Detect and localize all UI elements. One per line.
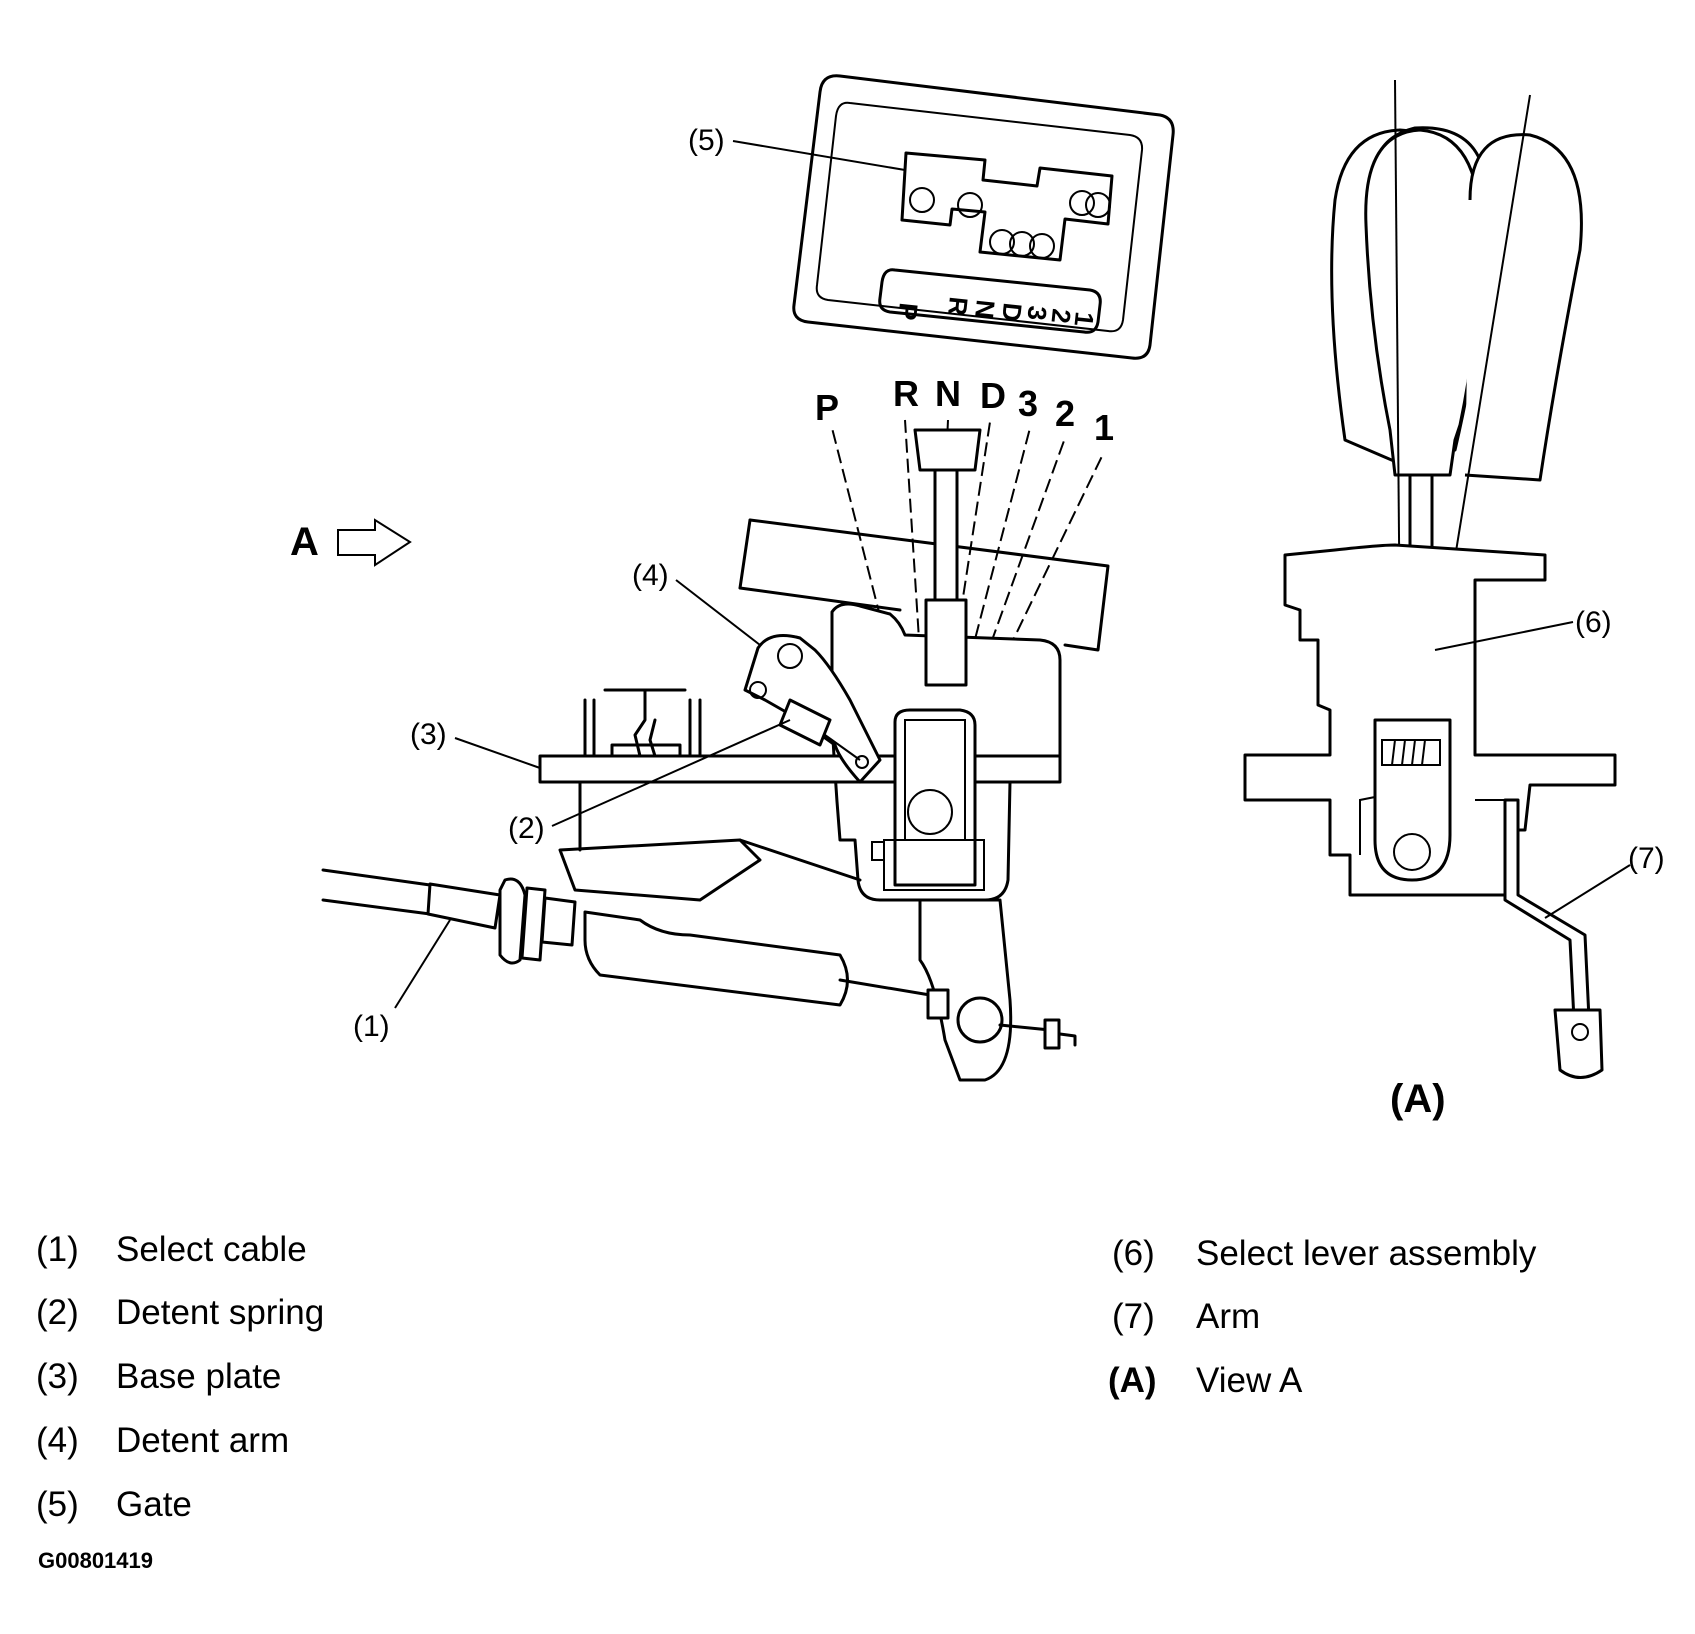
callouts: (5) (4) (3) (2) (1) (6) (7) bbox=[353, 124, 1665, 1043]
legend-text: Detent arm bbox=[116, 1421, 290, 1460]
legend-text: Gate bbox=[116, 1485, 192, 1524]
side-view-a: (A) bbox=[1243, 79, 1617, 1121]
callout-3: (3) bbox=[410, 718, 447, 751]
view-a-arrow: A bbox=[290, 518, 412, 567]
legend-key: (5) bbox=[36, 1485, 79, 1524]
callout-2: (2) bbox=[508, 812, 545, 845]
plate-studs bbox=[583, 688, 702, 758]
legend-key: (1) bbox=[36, 1230, 79, 1269]
position-p: P bbox=[815, 387, 839, 428]
callout-5: (5) bbox=[688, 124, 725, 157]
legend-text: View A bbox=[1196, 1361, 1303, 1400]
position-1: 1 bbox=[1094, 407, 1114, 448]
legend-key: (2) bbox=[36, 1293, 79, 1332]
position-d: D bbox=[980, 375, 1006, 416]
gate-label-d: D bbox=[996, 301, 1028, 323]
legend-text: Base plate bbox=[116, 1357, 282, 1396]
legend-text: Detent spring bbox=[116, 1293, 325, 1332]
legend-text: Arm bbox=[1196, 1297, 1261, 1336]
legend-right: (6) Select lever assembly (7) Arm (A) Vi… bbox=[1108, 1234, 1672, 1416]
legend-left: (1) Select cable (2) Detent spring (3) B… bbox=[36, 1232, 596, 1532]
position-3: 3 bbox=[1018, 383, 1038, 424]
gate-plate bbox=[792, 74, 1175, 360]
legend-text: Select cable bbox=[116, 1230, 307, 1269]
position-letters: P R N D 3 2 1 bbox=[815, 373, 1114, 448]
callout-6: (6) bbox=[1575, 606, 1612, 639]
legend-key: (A) bbox=[1108, 1361, 1157, 1400]
callout-4: (4) bbox=[632, 559, 669, 592]
legend-key: (7) bbox=[1112, 1297, 1155, 1336]
gate-label-3: 3 bbox=[1022, 304, 1053, 322]
gate-label-r: R bbox=[942, 295, 974, 317]
gate-label-1: 1 bbox=[1069, 310, 1100, 328]
position-2: 2 bbox=[1055, 393, 1075, 434]
legend-key: (3) bbox=[36, 1357, 79, 1396]
position-n: N bbox=[935, 373, 961, 414]
figure-id: G00801419 bbox=[38, 1548, 153, 1573]
callout-7: (7) bbox=[1628, 842, 1665, 875]
gate-position-labels: P bbox=[892, 301, 924, 321]
legend-key: (4) bbox=[36, 1421, 79, 1460]
legend-key: (6) bbox=[1112, 1234, 1155, 1273]
view-a-label: (A) bbox=[1390, 1077, 1446, 1121]
shifter-assembly bbox=[321, 428, 1110, 1082]
legend-text: Select lever assembly bbox=[1196, 1234, 1537, 1273]
view-a-arrow-label: A bbox=[290, 520, 319, 564]
gate-label-p: P bbox=[892, 301, 924, 321]
callout-1: (1) bbox=[353, 1010, 390, 1043]
position-r: R bbox=[893, 373, 919, 414]
gate-label-n: N bbox=[969, 298, 1001, 320]
gate-label-2: 2 bbox=[1046, 307, 1077, 325]
